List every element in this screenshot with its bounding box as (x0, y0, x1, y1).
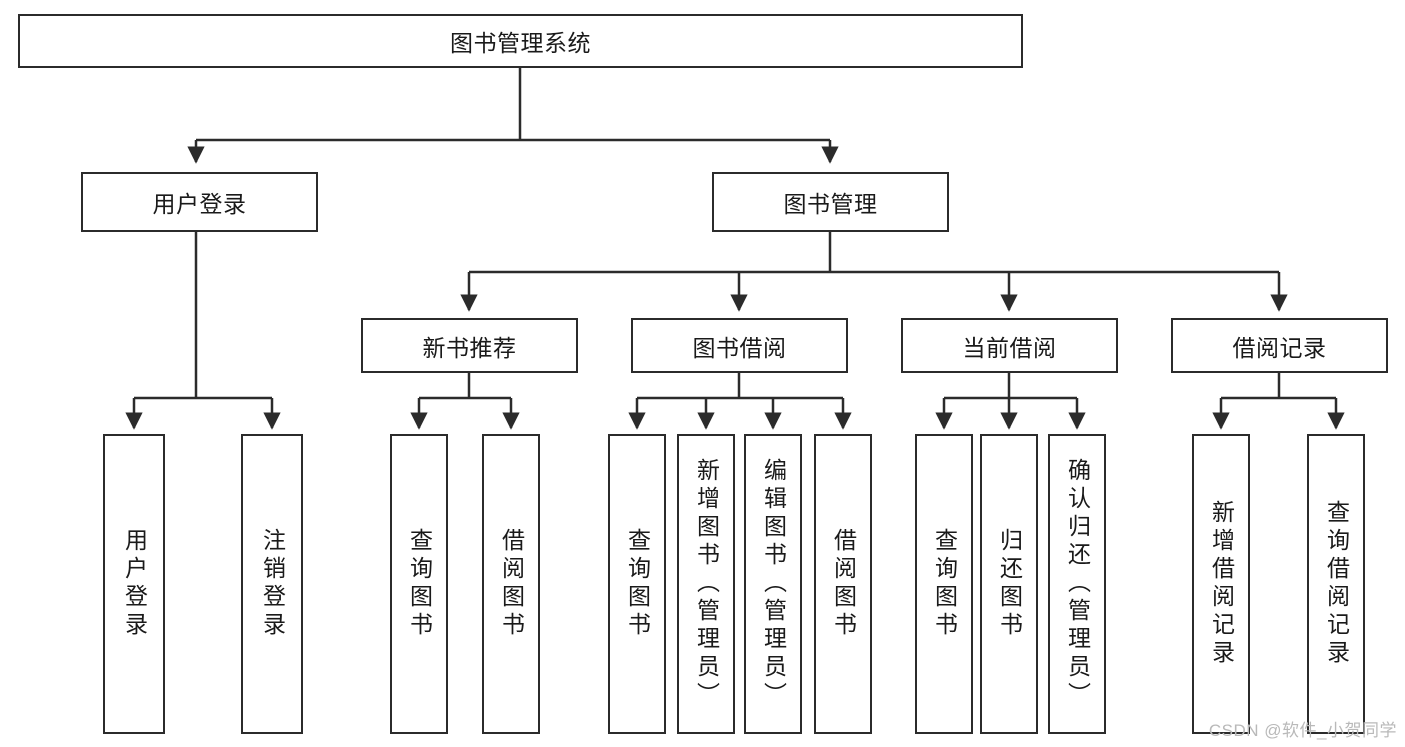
node-label: 用户登录 (152, 191, 247, 217)
node-label: 查询图书 (624, 528, 651, 640)
node-label: 确认归还（管理员） (1064, 458, 1091, 710)
node-label: 图书管理系统 (450, 30, 591, 56)
node-label: 新书推荐 (422, 334, 517, 361)
node-label: 新增借阅记录 (1208, 500, 1235, 668)
node-label: 注销登录 (259, 528, 286, 640)
leaf-borrow-borrow-book[interactable]: 借阅图书 (814, 434, 872, 734)
leaf-current-return-book[interactable]: 归还图书 (980, 434, 1038, 734)
leaf-borrow-edit-book-admin[interactable]: 编辑图书（管理员） (744, 434, 802, 734)
node-current-borrow[interactable]: 当前借阅 (901, 318, 1118, 373)
node-label: 用户登录 (121, 528, 148, 640)
node-label: 图书借阅 (692, 334, 787, 361)
leaf-record-query-record[interactable]: 查询借阅记录 (1307, 434, 1365, 734)
node-label: 归还图书 (996, 528, 1023, 640)
node-label: 查询图书 (931, 528, 958, 640)
leaf-borrow-add-book-admin[interactable]: 新增图书（管理员） (677, 434, 735, 734)
node-label: 借阅图书 (498, 528, 525, 640)
node-book-management[interactable]: 图书管理 (712, 172, 949, 232)
node-user-login[interactable]: 用户登录 (81, 172, 318, 232)
leaf-user-login-logout[interactable]: 注销登录 (241, 434, 303, 734)
node-label: 图书管理 (783, 191, 878, 217)
leaf-current-query-book[interactable]: 查询图书 (915, 434, 973, 734)
leaf-user-login-login[interactable]: 用户登录 (103, 434, 165, 734)
watermark: CSDN @软件_小贺同学 (1208, 721, 1397, 740)
node-label: 新增图书（管理员） (693, 458, 720, 710)
leaf-record-add-record[interactable]: 新增借阅记录 (1192, 434, 1250, 734)
node-label: 借阅记录 (1232, 334, 1327, 361)
node-label: 当前借阅 (962, 334, 1057, 361)
node-book-borrow[interactable]: 图书借阅 (631, 318, 848, 373)
node-label: 查询借阅记录 (1323, 500, 1350, 668)
leaf-borrow-query-book[interactable]: 查询图书 (608, 434, 666, 734)
node-label: 编辑图书（管理员） (760, 458, 787, 710)
leaf-current-confirm-return-admin[interactable]: 确认归还（管理员） (1048, 434, 1106, 734)
node-borrow-record[interactable]: 借阅记录 (1171, 318, 1388, 373)
node-label: 借阅图书 (830, 528, 857, 640)
leaf-recommend-borrow-book[interactable]: 借阅图书 (482, 434, 540, 734)
node-new-book-recommend[interactable]: 新书推荐 (361, 318, 578, 373)
leaf-recommend-query-book[interactable]: 查询图书 (390, 434, 448, 734)
node-book-management-system[interactable]: 图书管理系统 (18, 14, 1023, 68)
node-label: 查询图书 (406, 528, 433, 640)
